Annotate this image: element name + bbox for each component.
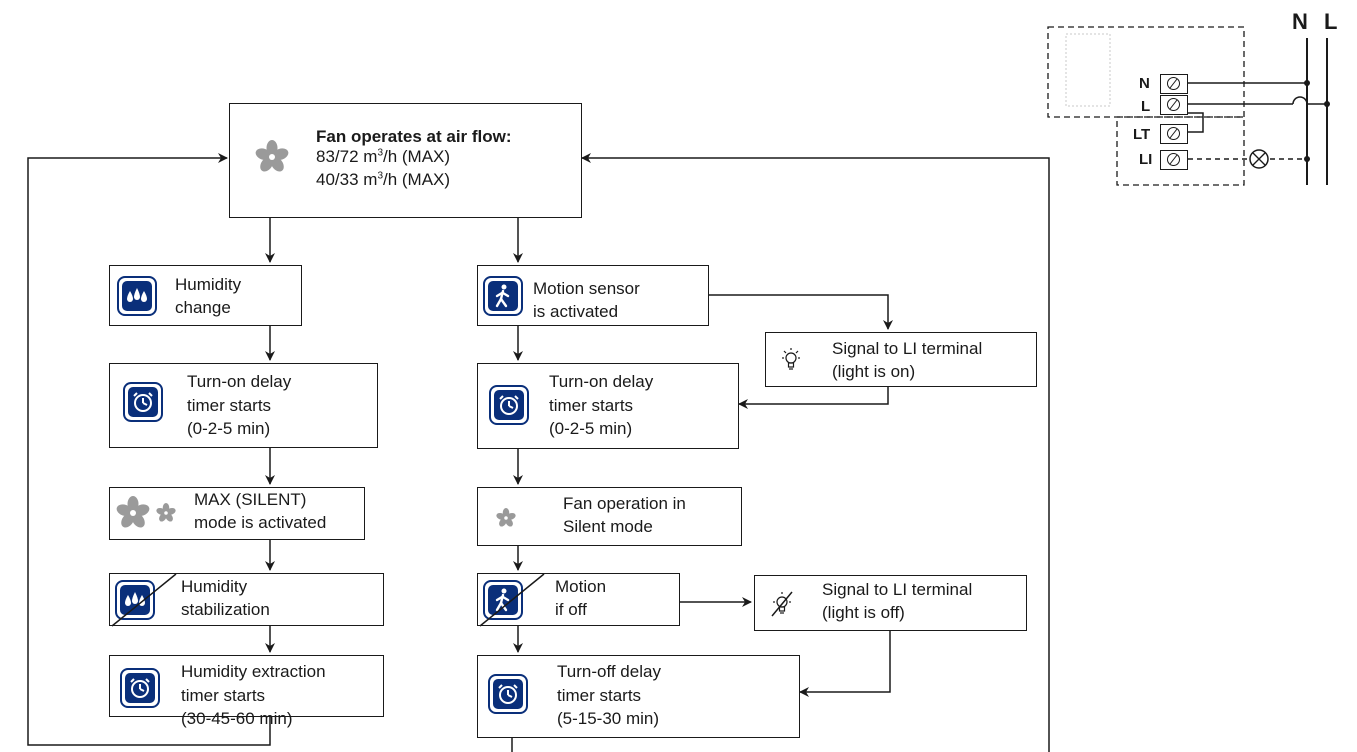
humidity-change-line2: change [175, 298, 231, 317]
walking-person-icon [483, 276, 523, 316]
fan-small-icon [156, 503, 176, 528]
max-silent-line1: MAX (SILENT) [194, 490, 307, 509]
motion-off-line1: Motion [555, 577, 607, 596]
terminal-l [1160, 95, 1188, 115]
left-turn-on-line2: timer starts [187, 396, 272, 415]
terminal-n-label: N [1139, 75, 1150, 92]
humidity-stabilization-line1: Humidity [181, 577, 248, 596]
light-bulb-off-icon [770, 590, 794, 623]
max-silent-line2: mode is activated [194, 513, 327, 532]
alarm-clock-icon [120, 668, 160, 708]
alarm-clock-icon [123, 382, 163, 422]
signal-on-line2: (light is on) [832, 362, 916, 381]
right-turn-on-line3: (0-2-5 min) [549, 419, 633, 438]
fan-silent-line1: Fan operation in [563, 494, 686, 513]
water-drops-icon [117, 276, 157, 316]
motion-sensor-line2: is activated [533, 302, 619, 321]
terminal-n [1160, 74, 1188, 94]
main-box-title: Fan operates at air flow: [316, 127, 512, 146]
terminal-li-label: LI [1139, 151, 1153, 168]
airflow-max: 83/72 m3/h (MAX) [316, 147, 451, 166]
terminal-lt-label: LT [1133, 126, 1151, 143]
cross-slash [111, 573, 177, 627]
left-turn-on-line3: (0-2-5 min) [187, 419, 271, 438]
right-turn-on-line2: timer starts [549, 396, 634, 415]
main-box [229, 103, 582, 218]
right-turn-on-line1: Turn-on delay [549, 372, 654, 391]
turn-off-delay-box [477, 655, 800, 738]
walking-person-crossed-icon [483, 580, 523, 620]
alarm-clock-icon [488, 674, 528, 714]
humidity-extraction-line3: (30-45-60 min) [181, 709, 293, 728]
left-turn-on-line1: Turn-on delay [187, 372, 292, 391]
motion-off-line2: if off [555, 600, 587, 619]
alarm-clock-icon [489, 385, 529, 425]
signal-light-off-box [754, 575, 1027, 631]
humidity-extraction-line2: timer starts [181, 686, 266, 705]
bus-l-label: L [1324, 9, 1338, 34]
fan-silent-box [477, 487, 742, 546]
signal-light-on-box [765, 332, 1037, 387]
turn-off-line1: Turn-off delay [557, 662, 661, 681]
terminal-lt [1160, 124, 1188, 144]
humidity-change-line1: Humidity [175, 275, 242, 294]
turn-off-line2: timer starts [557, 686, 642, 705]
humidity-stabilization-line2: stabilization [181, 600, 270, 619]
signal-off-line2: (light is off) [822, 603, 905, 622]
bus-n-label: N [1292, 9, 1308, 34]
cross-slash [479, 573, 545, 627]
motion-sensor-line1: Motion sensor [533, 279, 640, 298]
airflow-silent: 40/33 m3/h (MAX) [316, 170, 451, 189]
fan-icon [255, 140, 289, 179]
terminal-l-label: L [1141, 98, 1151, 115]
terminal-li [1160, 150, 1188, 170]
fan-silent-line2: Silent mode [563, 517, 653, 536]
fan-small-icon [496, 508, 516, 533]
signal-off-line1: Signal to LI terminal [822, 580, 973, 599]
turn-off-line3: (5-15-30 min) [557, 709, 660, 728]
signal-on-line1: Signal to LI terminal [832, 339, 983, 358]
humidity-extraction-line1: Humidity extraction [181, 662, 326, 681]
fan-icon [116, 496, 150, 535]
max-silent-box [109, 487, 365, 540]
light-bulb-icon [779, 346, 803, 379]
